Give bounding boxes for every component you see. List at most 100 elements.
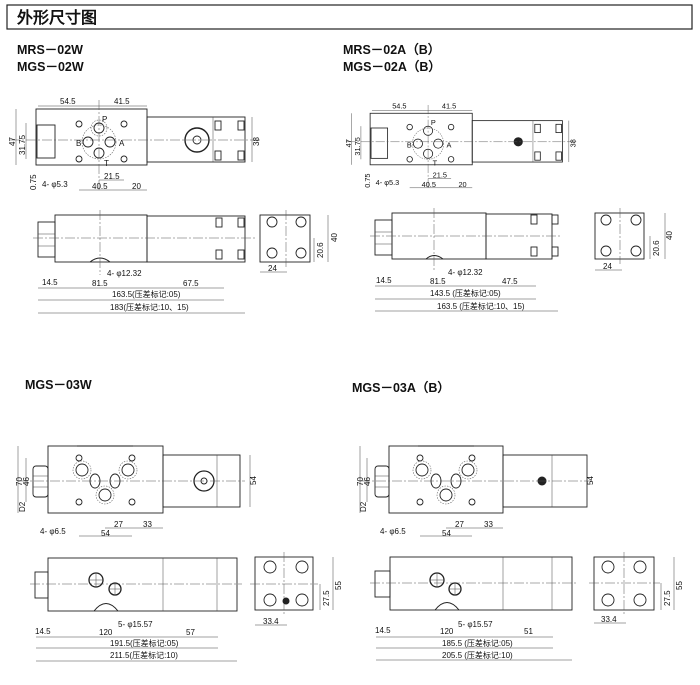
length-label: 185.5 (压差标记:05) xyxy=(442,638,513,648)
dim-label: 0.75 xyxy=(29,174,38,190)
top-view-02a: P B A T 54.5 41.5 47 31.75 38 0.75 4- φ5… xyxy=(344,102,577,189)
side-view-02a: 14.5 81.5 4- φ12.32 47.5 143.5 (压差标记:05)… xyxy=(370,208,562,312)
hole-callout: 4- φ6.5 xyxy=(40,527,66,536)
dim-label: 24 xyxy=(603,262,612,271)
dim-label: 38 xyxy=(252,137,261,146)
end-view-03w: 33.4 27.5 55 xyxy=(250,552,343,626)
port-label-a: A xyxy=(446,140,451,149)
dim-label: 31.75 xyxy=(18,134,27,155)
end-view-02a: 24 20.6 40 xyxy=(594,208,674,271)
top-view-02w: P B A T 54.5 41.5 47 31.75 38 0.75 4- φ5… xyxy=(8,97,261,191)
port-label-a: A xyxy=(119,139,125,148)
length-label: 143.5 (压差标记:05) xyxy=(430,288,501,298)
dim-label: 40.5 xyxy=(422,180,436,189)
dim-label: D2 xyxy=(18,501,27,512)
dim-label: 24 xyxy=(268,264,277,273)
title-box: 外形尺寸图 xyxy=(6,4,693,30)
model-heading: MRS－02A（B） xyxy=(343,42,440,57)
dim-label: 54 xyxy=(101,529,110,538)
dim-label: 41.5 xyxy=(114,97,130,106)
port-label-b: B xyxy=(407,140,412,149)
length-label: 163.5 (压差标记:10、15) xyxy=(437,301,525,311)
dim-label: 33.4 xyxy=(601,615,617,624)
dim-label: 0.75 xyxy=(363,173,372,187)
port-label-t: T xyxy=(433,159,438,168)
length-label: 211.5(压差标记:10) xyxy=(110,650,178,660)
dim-label: 21.5 xyxy=(104,172,120,181)
port-label-p: P xyxy=(102,115,107,124)
dim-label: 47 xyxy=(344,139,353,147)
dim-label: 54 xyxy=(249,476,258,485)
end-view-03a: 33.4 27.5 55 xyxy=(589,552,684,624)
dim-label: 27 xyxy=(114,520,123,529)
dim-label: 81.5 xyxy=(92,279,108,288)
top-view-03w: 70 46 D2 54 4- φ6.5 27 33 54 xyxy=(15,445,258,538)
dim-label: 70 xyxy=(356,477,365,486)
length-label: 163.5(压差标记:05) xyxy=(112,289,181,299)
model-heading: MGS－03A（B） xyxy=(352,380,450,395)
model-heading: MGS－03W xyxy=(25,378,92,392)
hole-callout: 5- φ15.57 xyxy=(458,620,493,629)
dim-label: 41.5 xyxy=(442,102,456,111)
dim-label: 67.5 xyxy=(183,279,199,288)
dim-label: 54 xyxy=(442,529,451,538)
dim-label: 38 xyxy=(568,139,577,147)
top-view-03a: 70 46 D2 54 4- φ6.5 27 33 54 xyxy=(356,445,595,538)
length-label: 205.5 (压差标记:10) xyxy=(442,650,513,660)
model-heading: MRS－02W xyxy=(17,43,83,57)
dim-label: 54 xyxy=(586,476,595,485)
side-view-03a: 14.5 120 5- φ15.57 51 185.5 (压差标记:05) 20… xyxy=(370,556,578,661)
model-heading: MGS－02A（B） xyxy=(343,59,441,74)
dim-label: 51 xyxy=(524,627,533,636)
dim-label: 47.5 xyxy=(502,277,518,286)
dim-label: 27 xyxy=(455,520,464,529)
dim-label: 40 xyxy=(665,231,674,240)
page-title: 外形尺寸图 xyxy=(16,8,97,27)
hole-callout: 4- φ5.3 xyxy=(376,178,400,187)
dim-label: 120 xyxy=(99,628,113,637)
dim-label: 14.5 xyxy=(376,276,392,285)
dim-label: 20 xyxy=(458,180,466,189)
dim-label: 27.5 xyxy=(322,590,331,606)
dim-label: 81.5 xyxy=(430,277,446,286)
dim-label: 54.5 xyxy=(392,102,406,111)
dim-label: 40.5 xyxy=(92,182,108,191)
dim-label: 20.6 xyxy=(316,242,325,258)
model-heading: MGS－02W xyxy=(17,60,84,74)
dim-label: 14.5 xyxy=(42,278,58,287)
side-view-03w: 14.5 120 5- φ15.57 57 191.5(压差标记:05) 211… xyxy=(30,557,242,662)
hole-callout: 4- φ5.3 xyxy=(42,180,68,189)
dim-label: 33 xyxy=(143,520,152,529)
dim-label: 70 xyxy=(15,477,24,486)
dim-label: 20 xyxy=(132,182,141,191)
dim-label: 47 xyxy=(8,137,17,146)
dim-label: 46 xyxy=(363,477,372,486)
dim-label: 14.5 xyxy=(375,626,391,635)
dim-label: D2 xyxy=(359,501,368,512)
port-label-t: T xyxy=(104,159,109,168)
dim-label: 33 xyxy=(484,520,493,529)
handle-knob-icon xyxy=(513,137,523,147)
dim-label: 55 xyxy=(334,581,343,590)
hole-callout: 4- φ12.32 xyxy=(448,268,483,277)
dim-label: 33.4 xyxy=(263,617,279,626)
dim-label: 21.5 xyxy=(433,171,447,180)
dim-label: 55 xyxy=(675,581,684,590)
dim-label: 46 xyxy=(22,477,31,486)
end-view-02w: 24 20.6 40 xyxy=(259,210,339,273)
length-label: 191.5(压差标记:05) xyxy=(110,638,179,648)
dim-label: 31.75 xyxy=(353,137,362,155)
dim-label: 40 xyxy=(330,233,339,242)
length-label: 183(压差标记:10、15) xyxy=(110,302,189,312)
port-label-b: B xyxy=(76,139,81,148)
dim-label: 54.5 xyxy=(60,97,76,106)
hole-callout: 4- φ12.32 xyxy=(107,269,142,278)
dim-label: 27.5 xyxy=(663,590,672,606)
dim-label: 20.6 xyxy=(652,240,661,256)
side-view-02w: 14.5 81.5 4- φ12.32 67.5 163.5(压差标记:05) … xyxy=(33,210,255,314)
port-label-p: P xyxy=(431,118,436,127)
dim-label: 57 xyxy=(186,628,195,637)
hole-callout: 5- φ15.57 xyxy=(118,620,153,629)
hole-callout: 4- φ6.5 xyxy=(380,527,406,536)
